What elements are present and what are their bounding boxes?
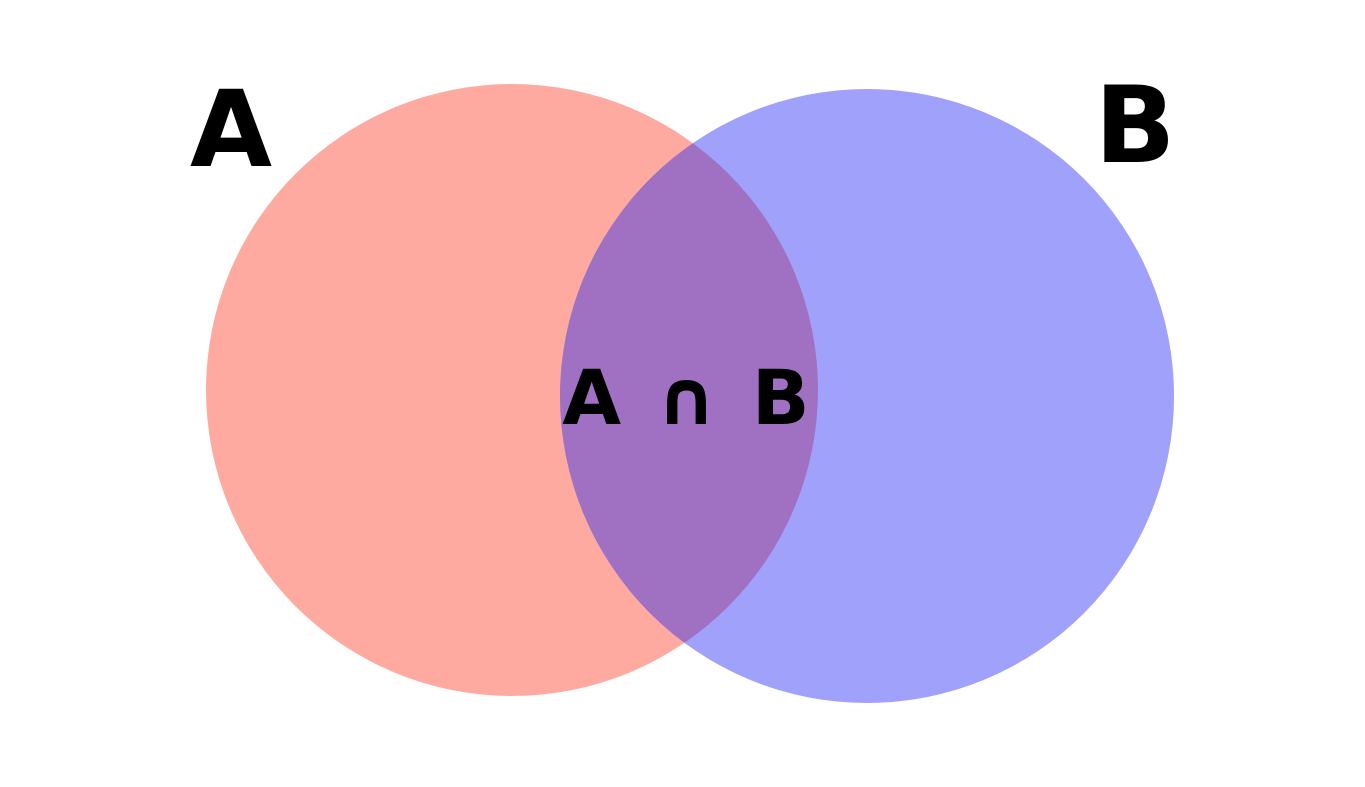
- set-b-label: B: [1095, 64, 1176, 187]
- intersection-region: [560, 89, 818, 696]
- set-a-label: A: [190, 68, 272, 191]
- intersection-label: A ∩ B: [562, 353, 813, 442]
